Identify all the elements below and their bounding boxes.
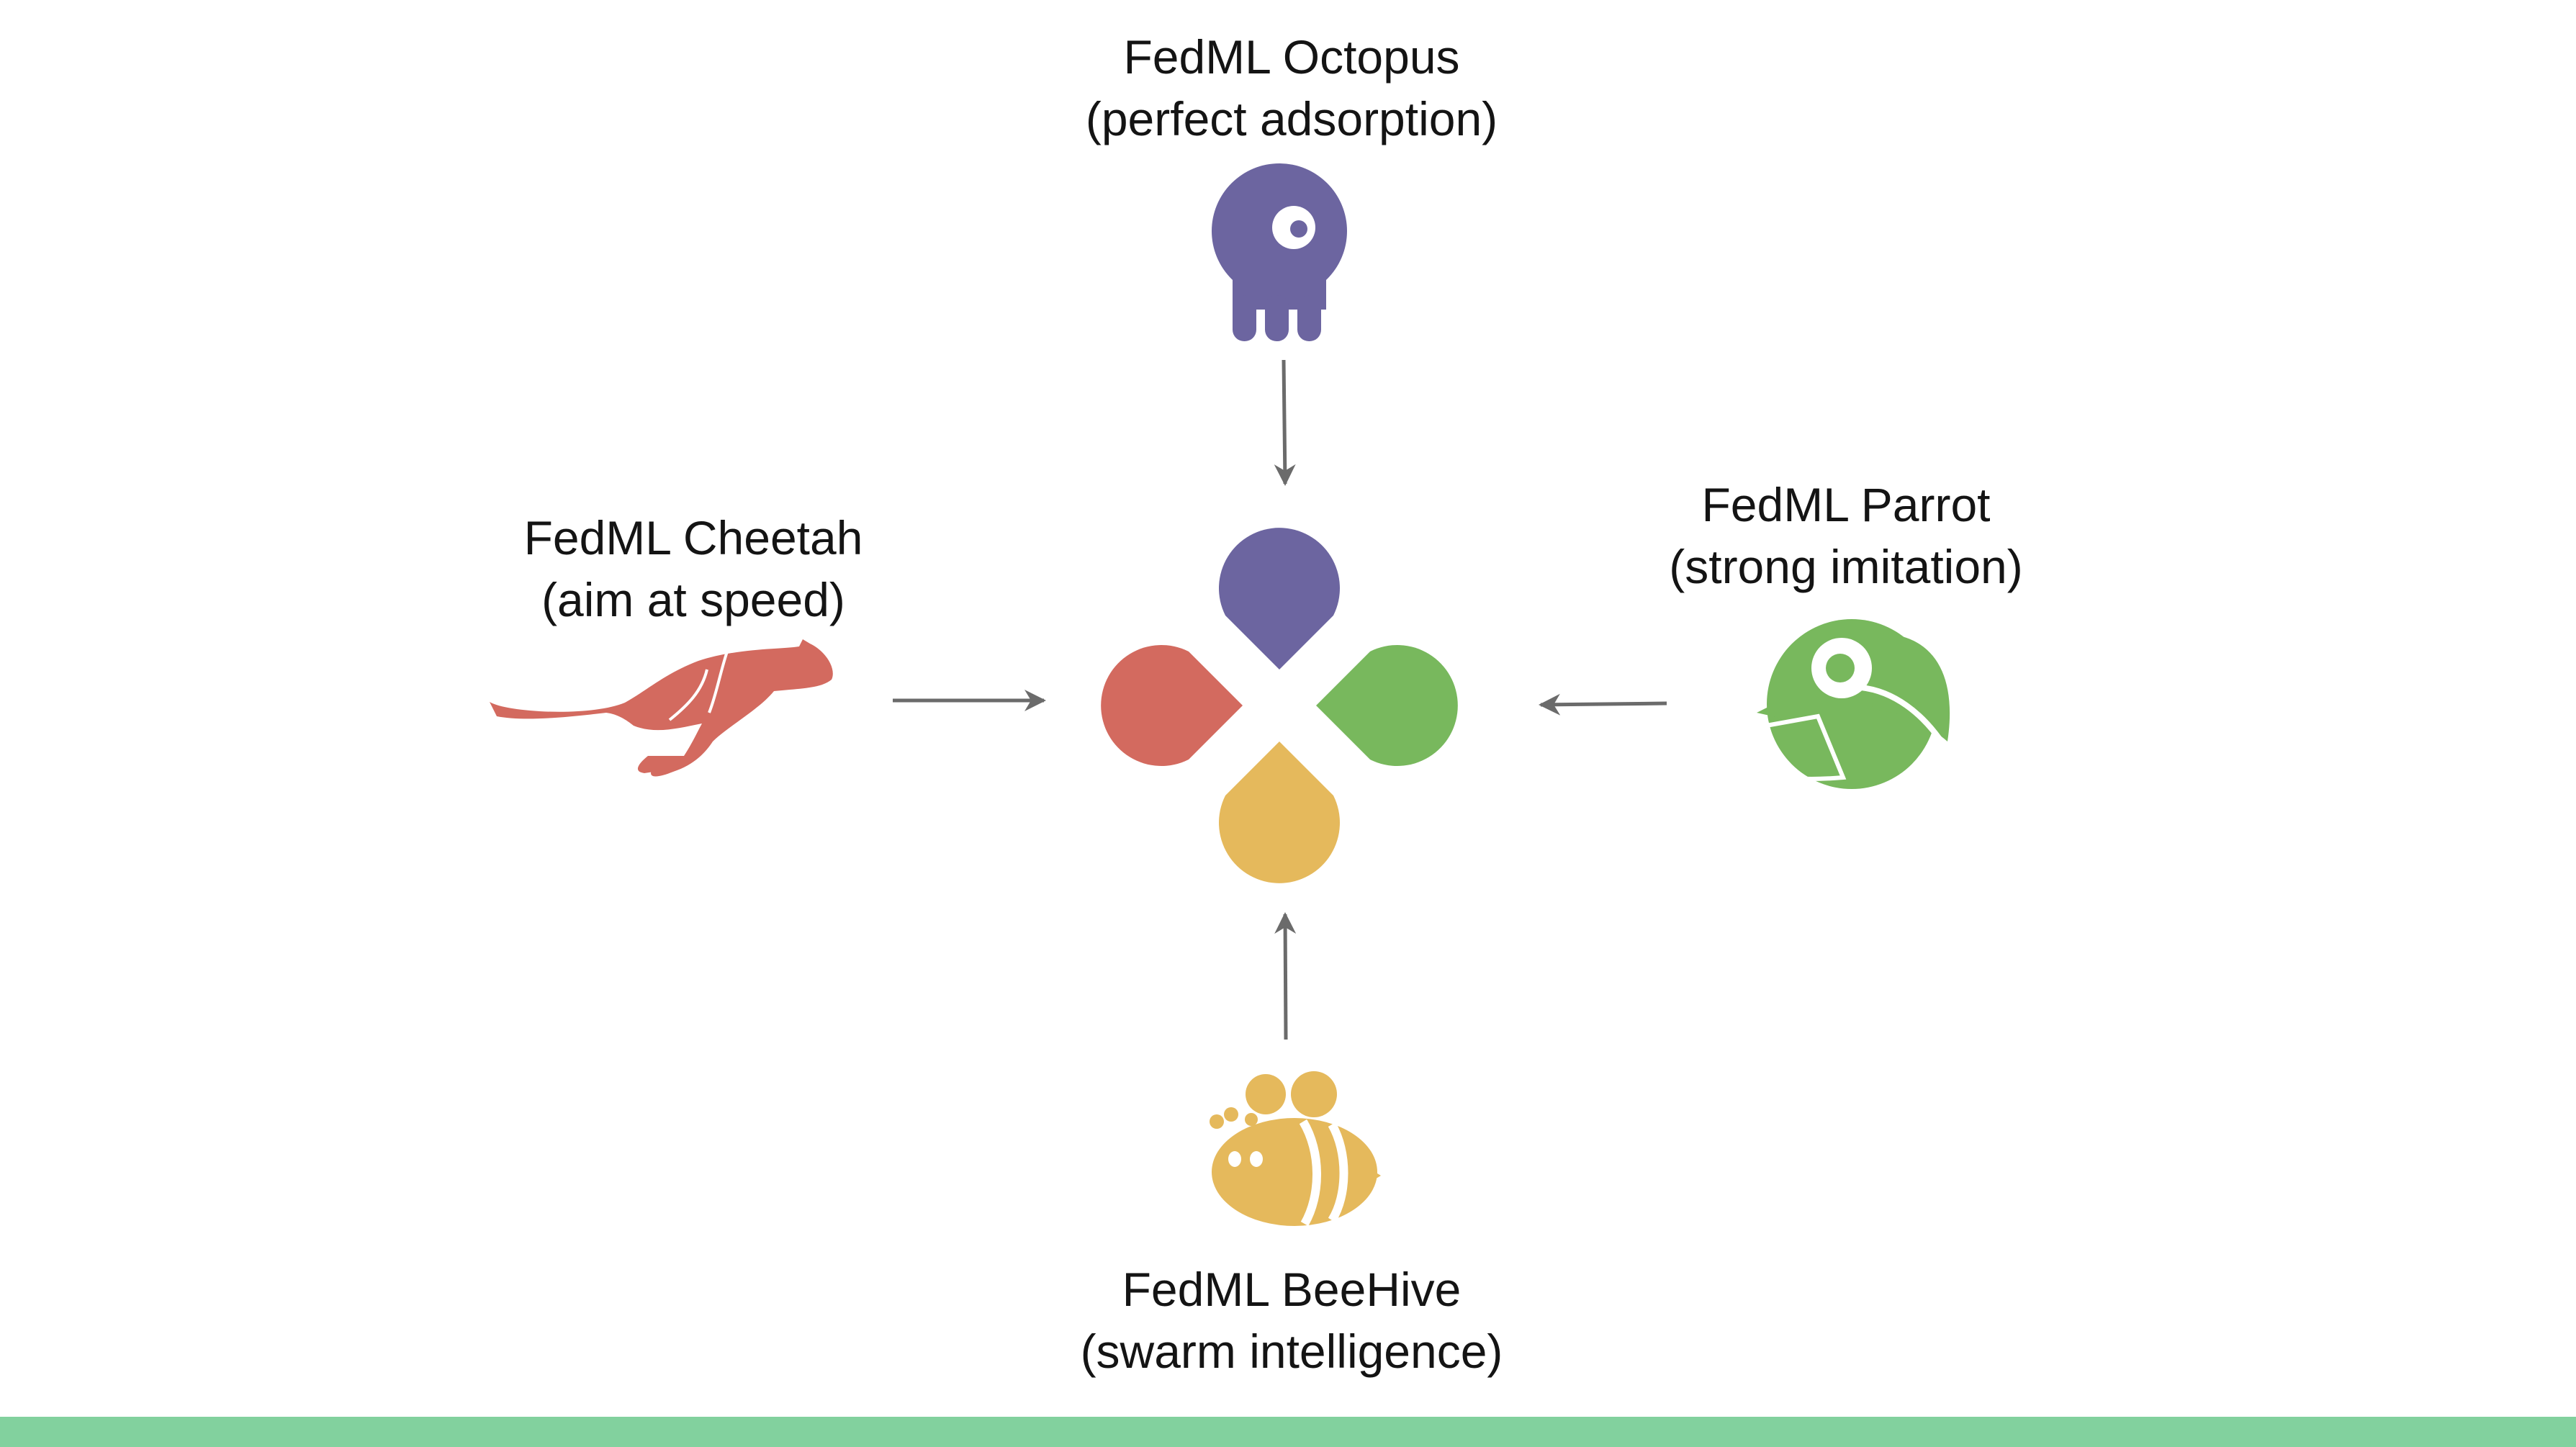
- arrow-beehive-to-center: [1274, 912, 1297, 1040]
- arrow-parrot-to-center: [1539, 693, 1667, 716]
- octopus-title: FedML Octopus: [1123, 30, 1460, 84]
- logo-petal-left: [1101, 645, 1243, 766]
- cheetah-label: FedML Cheetah (aim at speed): [333, 507, 1053, 631]
- cheetah-icon: [490, 639, 833, 777]
- bee-icon: [1210, 1071, 1381, 1226]
- beehive-subtitle: (swarm intelligence): [1080, 1325, 1503, 1378]
- parrot-icon: [1748, 619, 1950, 789]
- parrot-label: FedML Parrot (strong imitation): [1486, 474, 2206, 598]
- logo-petal-right: [1316, 644, 1458, 766]
- fedml-logo-icon: [1101, 528, 1458, 883]
- cheetah-subtitle: (aim at speed): [541, 573, 845, 626]
- parrot-subtitle: (strong imitation): [1669, 540, 2023, 593]
- octopus-icon: [1212, 163, 1347, 341]
- arrow-octopus-to-center: [1274, 359, 1296, 486]
- logo-petal-bottom: [1219, 741, 1340, 883]
- octopus-subtitle: (perfect adsorption): [1085, 92, 1498, 145]
- bottom-accent-bar: [0, 1417, 2576, 1447]
- logo-petal-top: [1219, 528, 1340, 670]
- parrot-title: FedML Parrot: [1701, 478, 1991, 531]
- cheetah-title: FedML Cheetah: [523, 511, 863, 564]
- octopus-label: FedML Octopus (perfect adsorption): [932, 26, 1652, 150]
- beehive-label: FedML BeeHive (swarm intelligence): [932, 1258, 1652, 1382]
- beehive-title: FedML BeeHive: [1122, 1263, 1462, 1316]
